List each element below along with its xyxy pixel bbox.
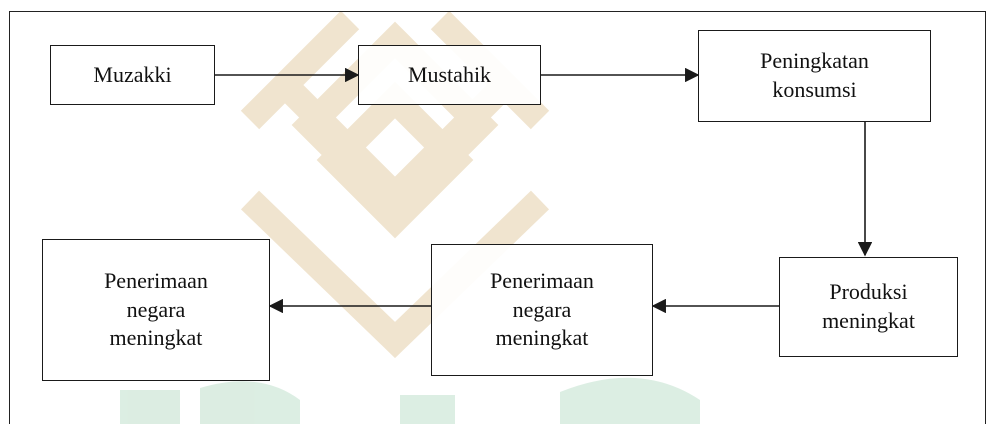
node-produksi-meningkat: Produksi meningkat <box>779 257 958 357</box>
node-muzakki: Muzakki <box>50 45 215 105</box>
node-peningkatan-konsumsi-label: Peningkatan konsumsi <box>760 48 869 102</box>
diagram-frame <box>9 11 986 424</box>
node-penerimaan-negara-1: Penerimaan negara meningkat <box>431 244 653 376</box>
node-penerimaan-negara-1-label: Penerimaan negara meningkat <box>490 268 594 351</box>
node-penerimaan-negara-2: Penerimaan negara meningkat <box>42 239 270 381</box>
node-produksi-meningkat-label: Produksi meningkat <box>822 279 915 333</box>
node-mustahik: Mustahik <box>358 45 541 105</box>
node-penerimaan-negara-2-label: Penerimaan negara meningkat <box>104 268 208 351</box>
node-peningkatan-konsumsi: Peningkatan konsumsi <box>698 30 931 122</box>
node-mustahik-label: Mustahik <box>407 61 492 87</box>
node-muzakki-label: Muzakki <box>93 61 172 87</box>
